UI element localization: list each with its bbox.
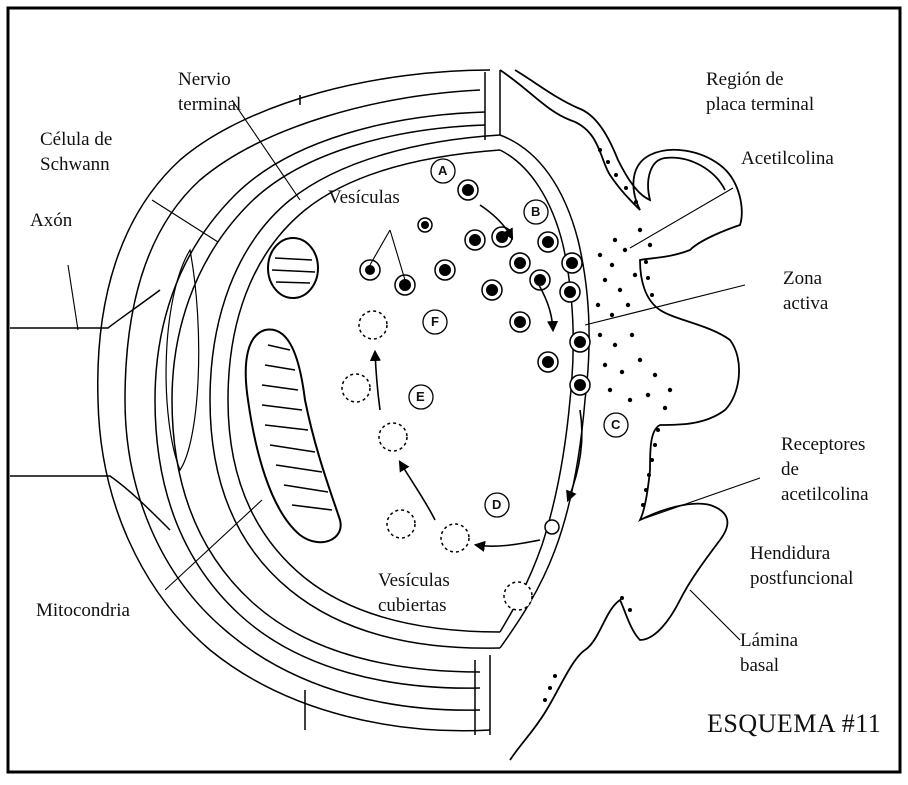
step-markers — [409, 159, 628, 517]
label-nervio-line2: terminal — [178, 92, 241, 117]
mitochondrion-small — [268, 238, 318, 298]
label-region-line2: placa terminal — [706, 92, 814, 117]
label-acetilcolina: Acetilcolina — [741, 146, 834, 171]
step-letter-a: A — [438, 158, 447, 183]
label-nervio-line1: Nervio — [178, 67, 241, 92]
label-region-line1: Región de — [706, 67, 814, 92]
label-mitocondria: Mitocondria — [36, 598, 130, 623]
label-vesiculas-cubiertas: Vesículas cubiertas — [378, 568, 450, 618]
synaptic-vesicles — [360, 180, 590, 395]
label-receptores-line3: acetilcolina — [781, 482, 869, 507]
step-letter-e: E — [416, 384, 425, 409]
label-vesiculas-cubiertas-line2: cubiertas — [378, 593, 450, 618]
recycling-arrows — [375, 205, 582, 546]
step-letter-f: F — [431, 309, 439, 334]
terminal-connections — [300, 70, 500, 735]
label-vesiculas: Vesículas — [328, 185, 400, 210]
label-celula-line1: Célula de — [40, 127, 112, 152]
label-zona-line1: Zona — [783, 266, 828, 291]
label-receptores: Receptores de acetilcolina — [781, 432, 869, 507]
label-lamina-line2: basal — [740, 653, 798, 678]
label-receptores-line1: Receptores — [781, 432, 869, 457]
label-hendidura-line1: Hendidura — [750, 541, 853, 566]
label-zona-line2: activa — [783, 291, 828, 316]
step-letter-c: C — [611, 412, 620, 437]
label-zona-activa: Zona activa — [783, 266, 828, 316]
receptor-dots — [543, 148, 660, 702]
axon — [10, 290, 170, 530]
label-vesiculas-cubiertas-line1: Vesículas — [378, 568, 450, 593]
label-hendidura: Hendidura postfuncional — [750, 541, 853, 591]
step-letter-b: B — [531, 199, 540, 224]
step-letter-d: D — [492, 492, 501, 517]
label-receptores-line2: de — [781, 457, 869, 482]
label-celula-line2: Schwann — [40, 152, 112, 177]
label-nervio-terminal: Nervio terminal — [178, 67, 241, 117]
label-region-placa: Región de placa terminal — [706, 67, 814, 117]
label-hendidura-line2: postfuncional — [750, 566, 853, 591]
mitochondrion-large — [246, 330, 341, 543]
label-axon: Axón — [30, 208, 72, 233]
label-lamina-basal: Lámina basal — [740, 628, 798, 678]
label-lamina-line1: Lámina — [740, 628, 798, 653]
diagram-caption: ESQUEMA #11 — [707, 709, 881, 739]
leader-lines — [68, 100, 760, 640]
label-celula-schwann: Célula de Schwann — [40, 127, 112, 177]
